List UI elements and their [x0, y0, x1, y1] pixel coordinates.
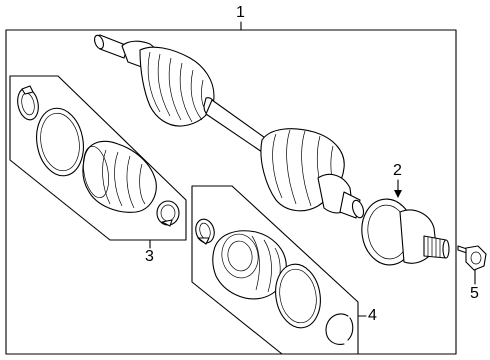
callout-3: 3 [145, 248, 154, 265]
callout-2-arrow [394, 190, 402, 198]
hub-nut-icon [457, 245, 487, 271]
boot-kit-4-outline [191, 185, 359, 355]
boot-kit-3-outline [9, 75, 187, 241]
callout-4: 4 [368, 307, 377, 324]
outer-cv-joint-icon [361, 198, 450, 266]
callout-5: 5 [470, 285, 479, 302]
inner-boot-kit-icon [195, 218, 354, 345]
callout-2: 2 [393, 162, 402, 179]
drive-axle-assembly-icon [93, 34, 365, 219]
diagram-frame [5, 29, 457, 355]
outer-boot-kit-icon [17, 85, 180, 227]
callout-1: 1 [236, 4, 245, 21]
